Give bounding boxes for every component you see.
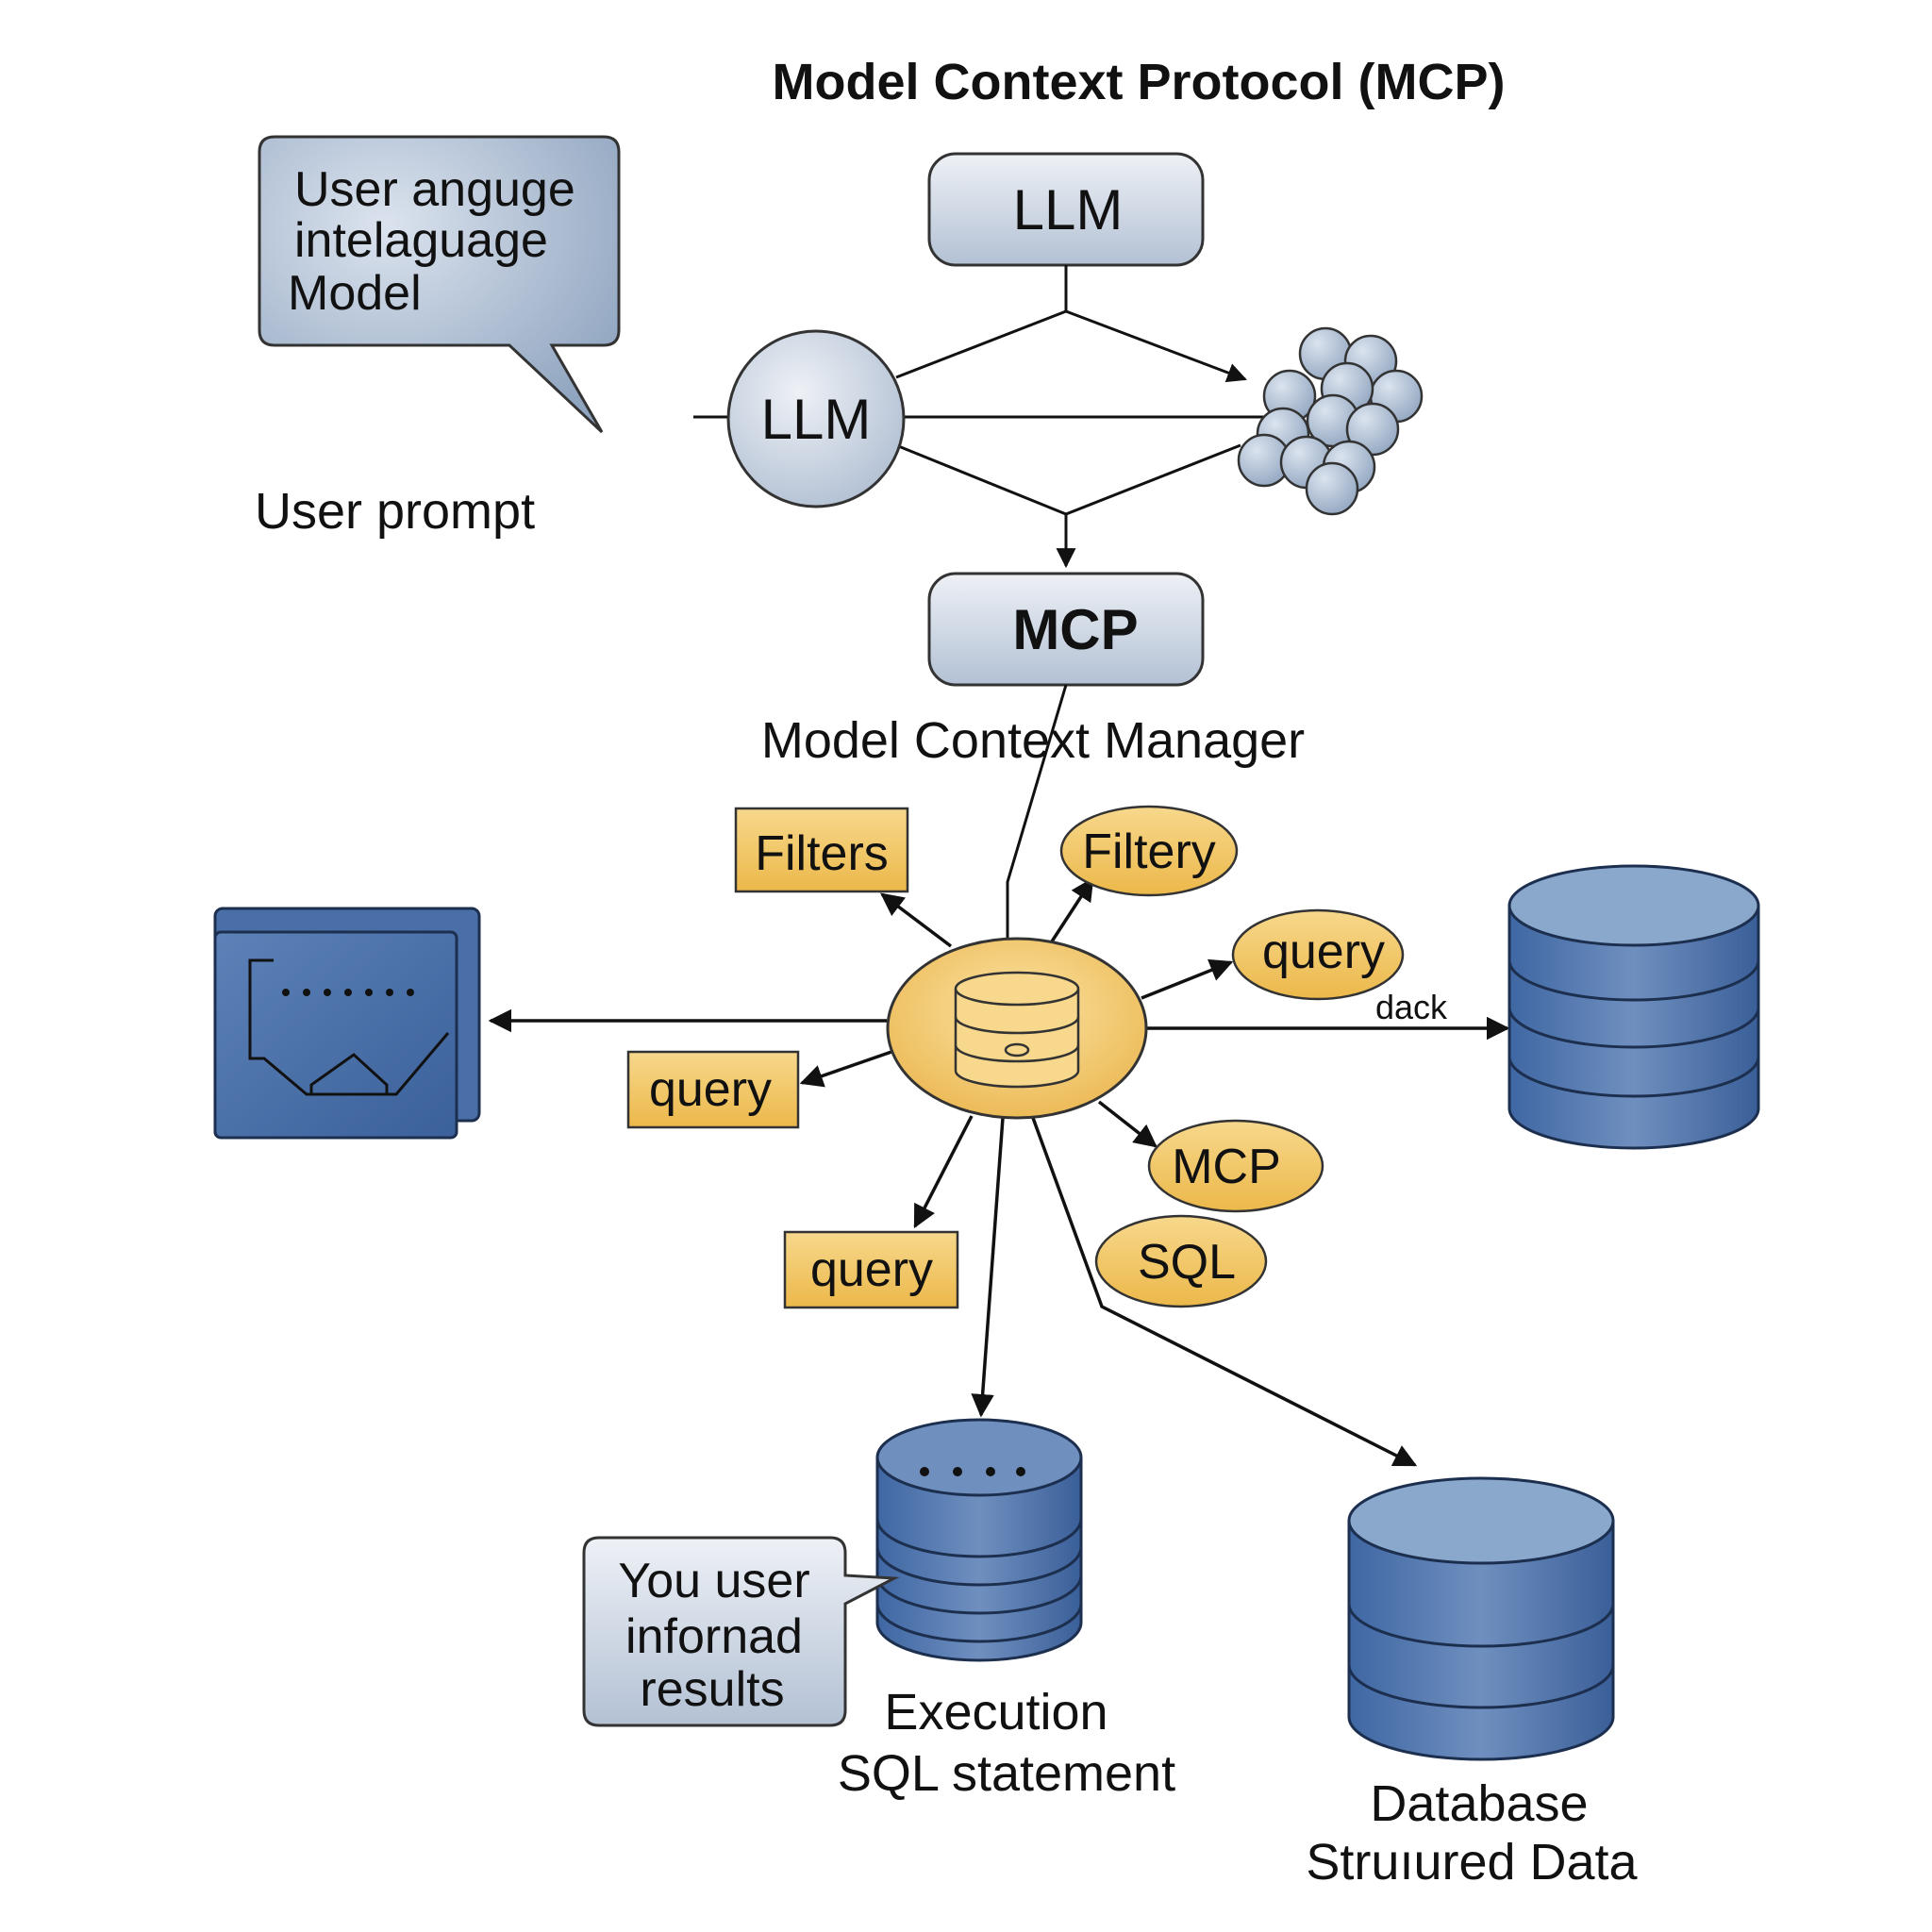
edge-label-dack: dack <box>1375 988 1448 1026</box>
execution-label-line-1: Execution <box>884 1684 1108 1740</box>
tag-filtery-label: Filtery <box>1082 824 1216 879</box>
database-bottom-right-icon <box>1347 1476 1615 1761</box>
speech-bubble-top: User angugе intelaguage Model <box>258 135 621 434</box>
tag-filtery: Filtery <box>1059 805 1239 897</box>
tag-query-right: query <box>1231 908 1405 1001</box>
database-center-icon <box>875 1418 1083 1662</box>
chart-line-icon <box>248 958 450 1096</box>
speech-bubble-bottom-line-1: You user <box>618 1554 809 1608</box>
database-label-line-1: Database <box>1370 1775 1588 1832</box>
speech-bubble-bottom-line-2: infornad <box>625 1609 803 1664</box>
hub-database-icon <box>954 971 1080 1089</box>
tag-mcp-label: MCP <box>1172 1140 1281 1194</box>
tag-mcp: MCP <box>1147 1119 1324 1213</box>
tag-query-left-label: query <box>649 1062 772 1117</box>
speech-bubble-top-line-3: Model <box>288 266 422 321</box>
user-prompt-label: User prompt <box>255 483 535 540</box>
diagram-title: Model Context Protocol (MCP) <box>773 54 1506 110</box>
tag-sql-label: SQL <box>1138 1235 1236 1290</box>
speech-bubble-top-line-1: User angugе <box>294 162 575 217</box>
tag-filters-label: Filters <box>755 826 889 881</box>
speech-bubble-bottom-line-3: results <box>640 1662 784 1717</box>
hub-arrows <box>488 876 1510 1467</box>
bubble-cluster-icon <box>1237 326 1424 516</box>
database-right-icon <box>1507 864 1760 1150</box>
database-label-line-2: Struıured Data <box>1306 1834 1638 1890</box>
dashboard-panel-icon <box>213 907 481 1140</box>
top-connectors <box>693 265 1264 569</box>
tag-query-bottom-label: query <box>810 1242 933 1297</box>
mcp-to-hub-connector <box>1006 684 1068 943</box>
tag-query-right-label: query <box>1262 924 1385 979</box>
model-context-manager-label: Model Context Manager <box>761 712 1305 769</box>
llm-box-label: LLM <box>1013 178 1124 242</box>
dots-icon <box>282 989 414 996</box>
llm-box: LLM <box>927 152 1205 267</box>
tag-query-left: query <box>626 1050 800 1129</box>
llm-circle-label: LLM <box>761 388 872 451</box>
tag-sql: SQL <box>1094 1214 1268 1308</box>
speech-bubble-bottom: You user infornad results <box>582 1536 900 1727</box>
llm-circle: LLM <box>726 329 906 508</box>
mcp-box: MCP <box>927 572 1205 687</box>
speech-bubble-top-line-2: intelaguage <box>294 213 548 268</box>
central-hub <box>886 937 1148 1120</box>
mcp-box-label: MCP <box>1012 598 1138 661</box>
execution-label-line-2: SQL statement <box>838 1745 1175 1802</box>
tag-query-bottom: query <box>783 1230 959 1309</box>
tag-filters: Filters <box>734 807 909 893</box>
